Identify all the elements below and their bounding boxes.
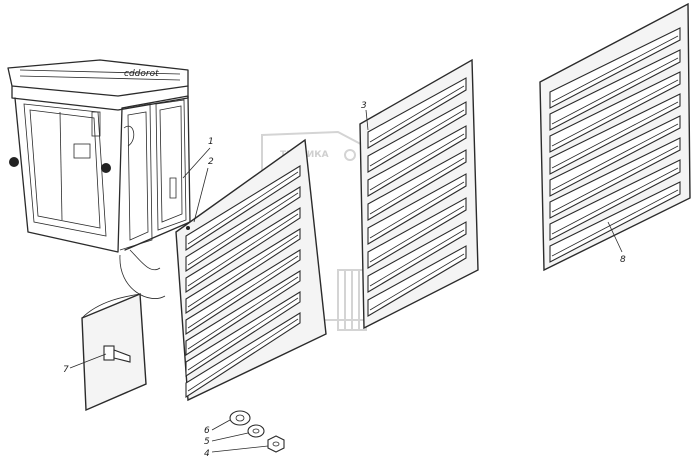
washer-6 [229, 410, 251, 426]
nut-4 [267, 435, 285, 453]
louvre-panel-8 [539, 2, 691, 272]
louvre-slat-edge [551, 79, 679, 147]
louvre-slat-edge [369, 85, 465, 143]
callout-4: 4 [204, 449, 210, 459]
louvre-slat [549, 49, 681, 131]
louvre-slat-edge [369, 181, 465, 239]
louvre-slat [367, 77, 467, 149]
louvre-slat [367, 149, 467, 221]
louvre-slat-edge [187, 276, 299, 350]
louvre-slat-edge [551, 101, 679, 169]
louvre-slat-edge [187, 255, 299, 329]
callout-8: 8 [620, 255, 626, 265]
leader-lines [69, 109, 623, 453]
louvre-slat-edge [369, 133, 465, 191]
louvre-panel-3 [359, 58, 479, 330]
louvre-slat-edge [369, 205, 465, 263]
louvre-slat-edge [551, 189, 679, 257]
bolt-icon [103, 345, 131, 363]
louvre-slat [549, 115, 681, 197]
louvre-slat-edge [187, 234, 299, 308]
bracket-7 [81, 292, 147, 412]
cab-roof-text: cddorot [124, 69, 159, 79]
louvre-slat [367, 101, 467, 173]
louvre-slat-edge [187, 213, 299, 287]
cab-assembly: cddorot [7, 59, 191, 299]
callout-2: 2 [208, 157, 214, 167]
louvre-slat [549, 181, 681, 263]
louvre-slat [367, 197, 467, 269]
louvre-slat-edge [551, 167, 679, 235]
louvre-slat [549, 159, 681, 241]
louvre-slat-edge [551, 145, 679, 213]
callout-3: 3 [361, 101, 367, 111]
callout-7: 7 [63, 365, 69, 375]
louvre-slat-edge [187, 318, 299, 392]
louvre-slat [549, 93, 681, 175]
louvre-slat [367, 221, 467, 293]
louvre-slat-edge [369, 229, 465, 287]
louvre-slat-edge [369, 253, 465, 311]
louvre-panel-2 [175, 138, 327, 402]
louvre-slat-edge [551, 35, 679, 103]
louvre-slat-edge [187, 171, 299, 245]
louvre-slat-edge [187, 192, 299, 266]
louvre-slat [549, 71, 681, 153]
louvre-slat [367, 173, 467, 245]
louvre-slat [367, 245, 467, 317]
louvre-slat [549, 27, 681, 109]
louvre-slat-edge [551, 57, 679, 125]
lock-washer-5 [247, 424, 265, 438]
louvre-slat [367, 125, 467, 197]
callout-6: 6 [204, 426, 210, 436]
callout-5: 5 [204, 437, 210, 447]
louvre-slat [549, 137, 681, 219]
louvre-slat-edge [187, 297, 299, 371]
louvre-slat-edge [369, 109, 465, 167]
louvre-slat-edge [551, 123, 679, 191]
callout-1: 1 [208, 137, 214, 147]
louvre-slat-edge [369, 157, 465, 215]
